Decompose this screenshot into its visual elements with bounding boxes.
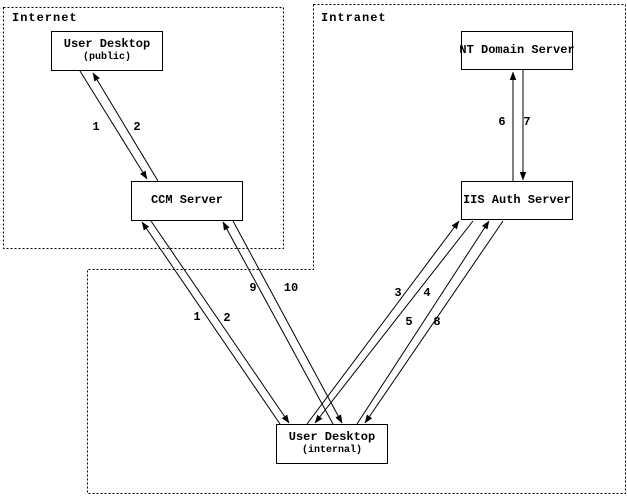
- node-subtitle: (internal): [301, 445, 362, 457]
- edge-label-1-internal: 1: [193, 310, 201, 324]
- edge-label-1-public: 1: [92, 120, 100, 134]
- node-title: NT Domain Server: [459, 42, 575, 57]
- edge-2-public-line: [92, 72, 159, 182]
- intranet-zone-label: Intranet: [321, 11, 387, 25]
- edge-label-8: 8: [433, 315, 441, 329]
- iis-auth-server-label: IIS Auth Server: [461, 181, 573, 220]
- user-desktop-public-box: [51, 31, 163, 71]
- edge-10-line: [232, 220, 343, 424]
- node-title: User Desktop: [63, 37, 151, 52]
- node-title: User Desktop: [288, 430, 376, 445]
- user-desktop-internal-box: [276, 424, 388, 464]
- edge-1-internal-line: [141, 221, 281, 425]
- nt-domain-server-label: NT Domain Server: [459, 31, 575, 70]
- nt-domain-server-box: [461, 31, 573, 70]
- edge-2-internal-line: [150, 220, 290, 424]
- edge-label-3: 3: [394, 286, 402, 300]
- user-desktop-internal-label: User Desktop (internal): [276, 424, 388, 464]
- iis-auth-server-box: [461, 181, 573, 220]
- edge-label-4: 4: [423, 286, 431, 300]
- node-subtitle: (public): [82, 52, 131, 64]
- internet-zone-label: Internet: [12, 11, 78, 25]
- edge-label-5: 5: [405, 315, 413, 329]
- edge-label-10: 10: [283, 281, 299, 295]
- edge-5-line: [356, 220, 490, 425]
- internet-zone-border: [3, 7, 284, 249]
- edge-label-2-public: 2: [133, 120, 141, 134]
- edge-8-line: [364, 220, 504, 424]
- edge-label-6: 6: [498, 115, 506, 129]
- node-title: CCM Server: [150, 193, 223, 208]
- edge-label-9: 9: [249, 281, 257, 295]
- edge-label-2-internal: 2: [223, 311, 231, 325]
- ccm-server-label: CCM Server: [131, 181, 243, 221]
- edge-3-line: [306, 220, 460, 425]
- edge-9-line: [222, 221, 334, 425]
- node-title: IIS Auth Server: [462, 192, 572, 207]
- user-desktop-public-label: User Desktop (public): [51, 31, 163, 71]
- edge-4-line: [314, 220, 474, 424]
- edge-label-7: 7: [523, 115, 531, 129]
- intranet-zone-border: [87, 4, 626, 494]
- edge-1-public-line: [79, 70, 148, 180]
- ccm-server-box: [131, 181, 243, 221]
